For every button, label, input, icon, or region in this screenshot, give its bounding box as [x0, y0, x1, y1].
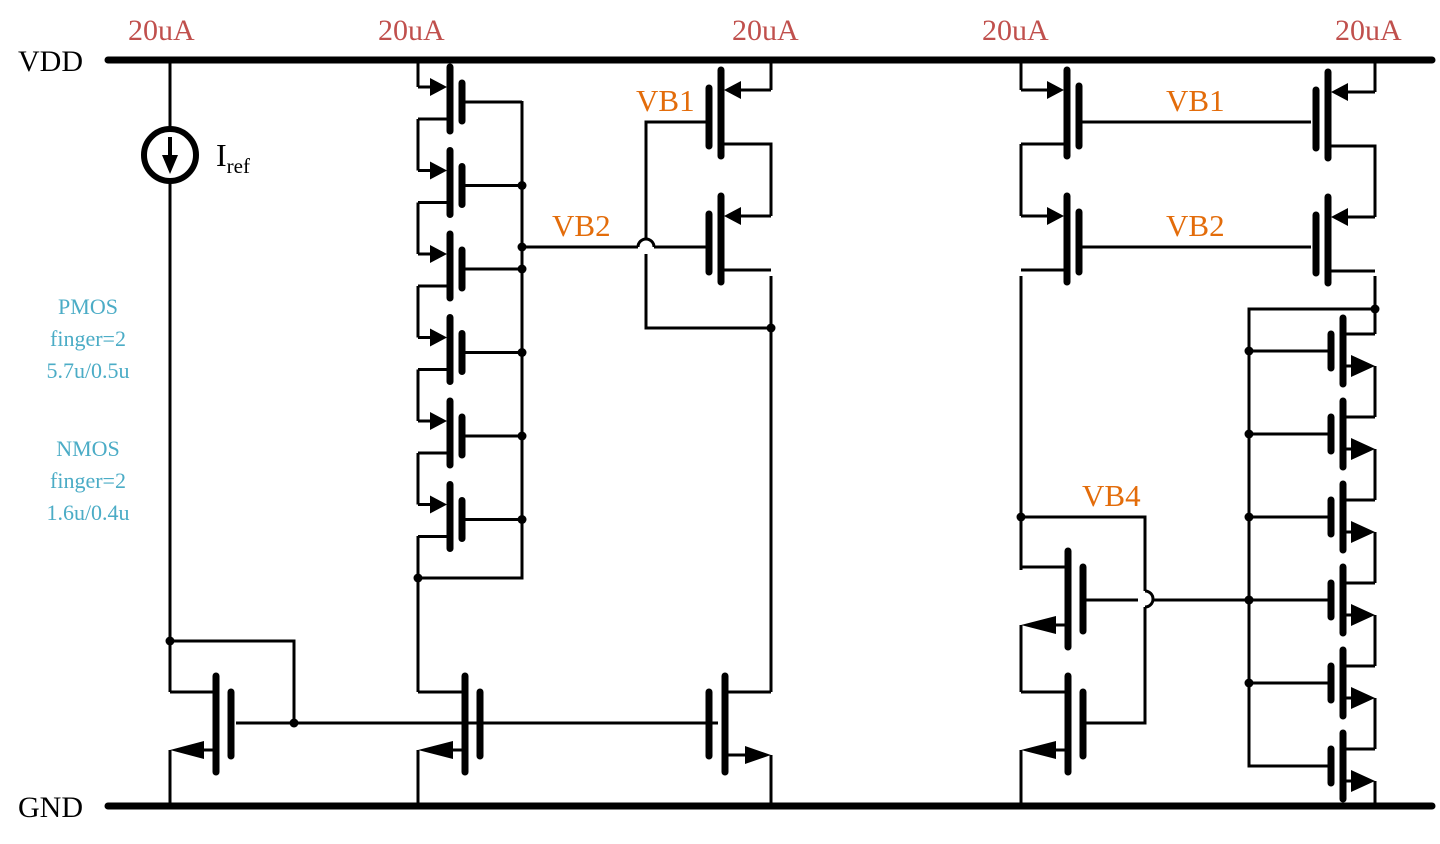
- arrow-icon: [724, 207, 741, 225]
- junction-dot: [1370, 304, 1380, 314]
- branch-current-label: 20uA: [378, 14, 445, 47]
- branch-current-label: 20uA: [128, 14, 195, 47]
- wire: [1328, 144, 1377, 217]
- arrow-icon: [430, 245, 447, 263]
- junction-dot: [1016, 512, 1026, 522]
- wire-crossover: [636, 237, 656, 248]
- arrow-icon: [1331, 208, 1348, 226]
- arrow-icon: [430, 161, 447, 180]
- vb2-node-label: VB2: [1166, 208, 1225, 243]
- nmos-mirror: [168, 641, 773, 806]
- pmos-finger-label: finger=2: [50, 326, 126, 351]
- iref-label: Iref: [216, 137, 250, 178]
- device-size-annotations: PMOS finger=2 5.7u/0.5u NMOS finger=2 1.…: [46, 294, 129, 525]
- branch-current-label: 20uA: [982, 14, 1049, 47]
- nmos-transistor-icon: [1327, 563, 1375, 637]
- pmos-cascode-left: [705, 60, 773, 286]
- arrow-icon: [1047, 207, 1064, 225]
- arrow-icon: [745, 746, 771, 764]
- reference-branch: Iref: [141, 60, 299, 728]
- nmos-transistor-icon: [1021, 672, 1087, 776]
- arrow-icon: [724, 81, 741, 99]
- wire: [721, 142, 773, 216]
- nmos-finger-label: finger=2: [50, 468, 126, 493]
- nmos-vb4-cascode: [1019, 517, 1087, 806]
- pmos-type-label: PMOS: [58, 294, 118, 319]
- gnd-label: GND: [18, 791, 83, 824]
- pmos-cascode-right: [1019, 60, 1377, 287]
- wire: [416, 101, 524, 580]
- nmos-type-label: NMOS: [56, 436, 120, 461]
- nmos-transistor-icon: [1327, 480, 1375, 554]
- vb4-wire: [1021, 515, 1147, 591]
- nmos-transistor-icon: [170, 672, 235, 776]
- arrow-icon: [170, 741, 204, 759]
- pmos-transistor-icon: [418, 230, 522, 302]
- pmos-transistor-icon: [1021, 66, 1083, 160]
- vdd-label: VDD: [18, 45, 83, 78]
- nmos-transistor-icon: [1021, 547, 1087, 651]
- arrow-icon: [1351, 355, 1375, 377]
- nmos-transistor-icon: [1327, 397, 1375, 471]
- current-source-icon: [141, 126, 199, 184]
- pmos-transistor-icon: [418, 397, 522, 469]
- arrow-icon: [430, 78, 447, 96]
- arrow-icon: [1021, 741, 1056, 759]
- arrow-icon: [1351, 687, 1375, 709]
- vb1-node-label: VB1: [636, 83, 695, 118]
- vb1-node-label: VB1: [1166, 83, 1225, 118]
- pmos-transistor-icon: [418, 63, 522, 135]
- wire-crossover: [1144, 589, 1155, 609]
- nmos-transistor-icon: [1327, 646, 1375, 720]
- branch-current-label: 20uA: [1335, 14, 1402, 47]
- arrow-icon: [418, 741, 453, 759]
- nmos-wl-label: 1.6u/0.4u: [46, 500, 129, 525]
- arrow-icon: [1351, 604, 1375, 626]
- branch-current-label: 20uA: [732, 14, 799, 47]
- wire: [644, 254, 771, 330]
- pmos-transistor-icon: [1021, 192, 1083, 286]
- arrow-icon: [430, 412, 447, 430]
- pmos-wl-label: 5.7u/0.5u: [46, 358, 129, 383]
- wire: [1247, 276, 1377, 768]
- nmos-transistor-icon: [705, 672, 773, 806]
- pmos-transistor-icon: [418, 147, 522, 218]
- arrow-icon: [430, 495, 447, 514]
- pmos-stack-vb2: [416, 60, 527, 561]
- vb4-wire: [1086, 607, 1147, 725]
- vb2-node-label: VB2: [552, 208, 611, 243]
- arrow-icon: [1351, 438, 1375, 460]
- wire: [170, 639, 296, 723]
- arrow-icon: [1047, 81, 1064, 99]
- vb4-node-label: VB4: [1082, 478, 1141, 513]
- nmos-transistor-icon: [1327, 314, 1375, 388]
- junction-dot: [766, 323, 776, 333]
- arrow-icon: [1021, 616, 1056, 634]
- nmos-stack-right: [1244, 309, 1377, 806]
- vb1-left-wire: [644, 120, 707, 240]
- nmos-transistor-icon: [1327, 729, 1375, 803]
- arrow-icon: [1331, 83, 1348, 101]
- arrow-icon: [430, 328, 447, 347]
- arrow-icon: [1351, 770, 1375, 792]
- arrow-icon: [1351, 521, 1375, 543]
- pmos-transistor-icon: [418, 314, 522, 385]
- pmos-transistor-icon: [418, 481, 522, 552]
